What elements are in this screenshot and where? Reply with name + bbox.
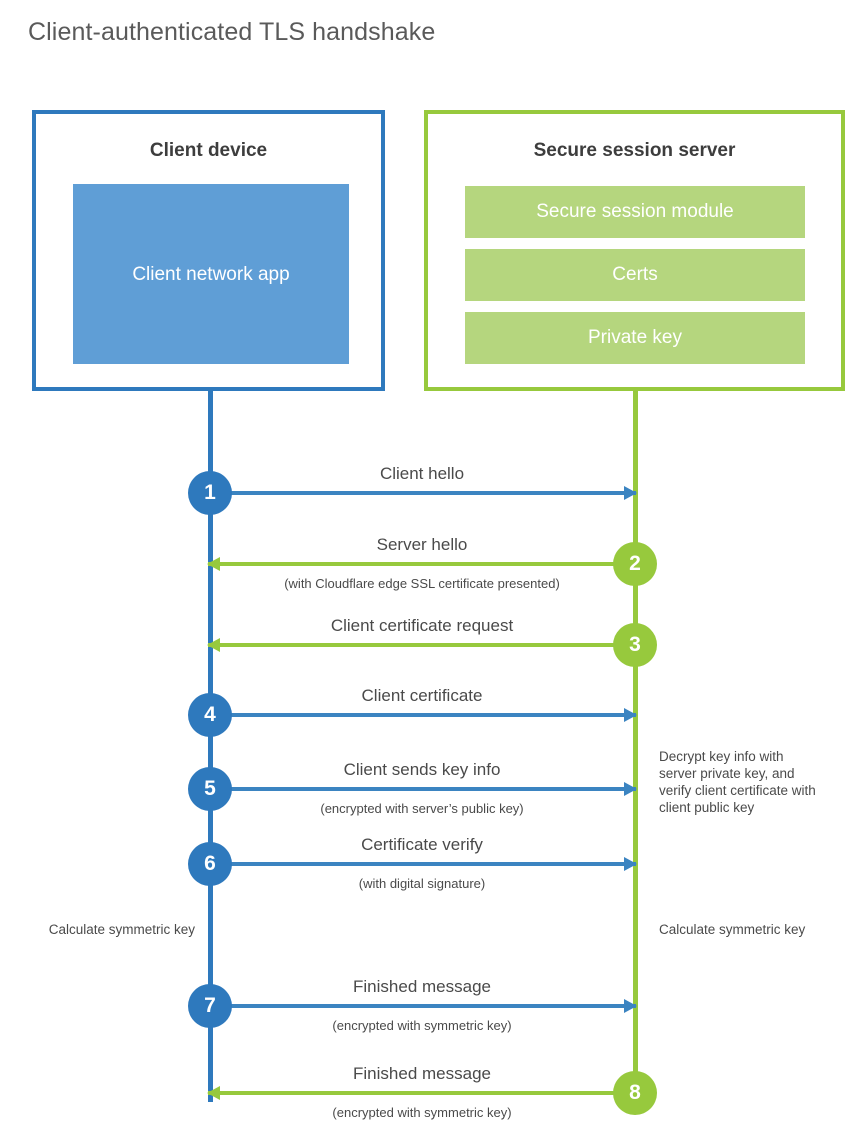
step-circle-3: 3 xyxy=(613,623,657,667)
server-calculate-note: Calculate symmetric key xyxy=(659,922,806,937)
arrow-line-2 xyxy=(208,562,636,566)
client-calculate-note: Calculate symmetric key xyxy=(48,922,195,937)
message-label-3: Client certificate request xyxy=(330,616,514,635)
server-lifeline xyxy=(633,387,638,1102)
message-label-6: Certificate verify xyxy=(361,835,483,854)
arrow-line-8 xyxy=(208,1091,636,1095)
step-circle-5: 5 xyxy=(188,767,232,811)
arrow-head-4 xyxy=(624,708,637,722)
message-sublabel-5: (encrypted with server’s public key) xyxy=(320,801,524,816)
arrow-head-1 xyxy=(624,486,637,500)
message-label-4: Client certificate xyxy=(361,686,483,705)
step-circle-6: 6 xyxy=(188,842,232,886)
client-network-app-block: Client network app xyxy=(73,184,349,364)
message-sublabel-8: (encrypted with symmetric key) xyxy=(332,1105,512,1120)
step-circle-7: 7 xyxy=(188,984,232,1028)
arrow-head-7 xyxy=(624,999,637,1013)
arrow-head-6 xyxy=(624,857,637,871)
message-sublabel-6: (with digital signature) xyxy=(358,876,486,891)
arrow-line-6 xyxy=(208,862,636,866)
step-circle-4: 4 xyxy=(188,693,232,737)
message-label-7: Finished message xyxy=(353,977,491,996)
server-decrypt-note: Decrypt key info with server private key… xyxy=(659,749,816,815)
message-label-2: Server hello xyxy=(376,535,468,554)
arrow-head-2 xyxy=(207,557,220,571)
secure-session-server-title: Secure session server xyxy=(533,140,736,161)
arrow-line-1 xyxy=(208,491,636,495)
server-module-item: Private key xyxy=(465,312,805,364)
step-circle-1: 1 xyxy=(188,471,232,515)
arrow-line-4 xyxy=(208,713,636,717)
arrow-line-3 xyxy=(208,643,636,647)
client-device-title: Client device xyxy=(149,140,268,161)
arrow-head-8 xyxy=(207,1086,220,1100)
arrow-line-5 xyxy=(208,787,636,791)
server-modules-list: Secure session module Certs Private key xyxy=(465,186,805,375)
server-module-item: Certs xyxy=(465,249,805,301)
step-circle-2: 2 xyxy=(613,542,657,586)
message-label-1: Client hello xyxy=(379,464,465,483)
page-title: Client-authenticated TLS handshake xyxy=(28,18,436,46)
message-label-5: Client sends key info xyxy=(343,760,501,779)
arrow-head-3 xyxy=(207,638,220,652)
step-circle-8: 8 xyxy=(613,1071,657,1115)
message-sublabel-2: (with Cloudflare edge SSL certificate pr… xyxy=(284,576,560,591)
message-sublabel-7: (encrypted with symmetric key) xyxy=(332,1018,512,1033)
secure-session-server-box: Secure session server Secure session mod… xyxy=(424,110,845,391)
arrow-head-5 xyxy=(624,782,637,796)
client-lifeline xyxy=(208,387,213,1102)
client-device-box: Client device Client network app xyxy=(32,110,385,391)
arrow-line-7 xyxy=(208,1004,636,1008)
message-label-8: Finished message xyxy=(353,1064,491,1083)
server-module-item: Secure session module xyxy=(465,186,805,238)
